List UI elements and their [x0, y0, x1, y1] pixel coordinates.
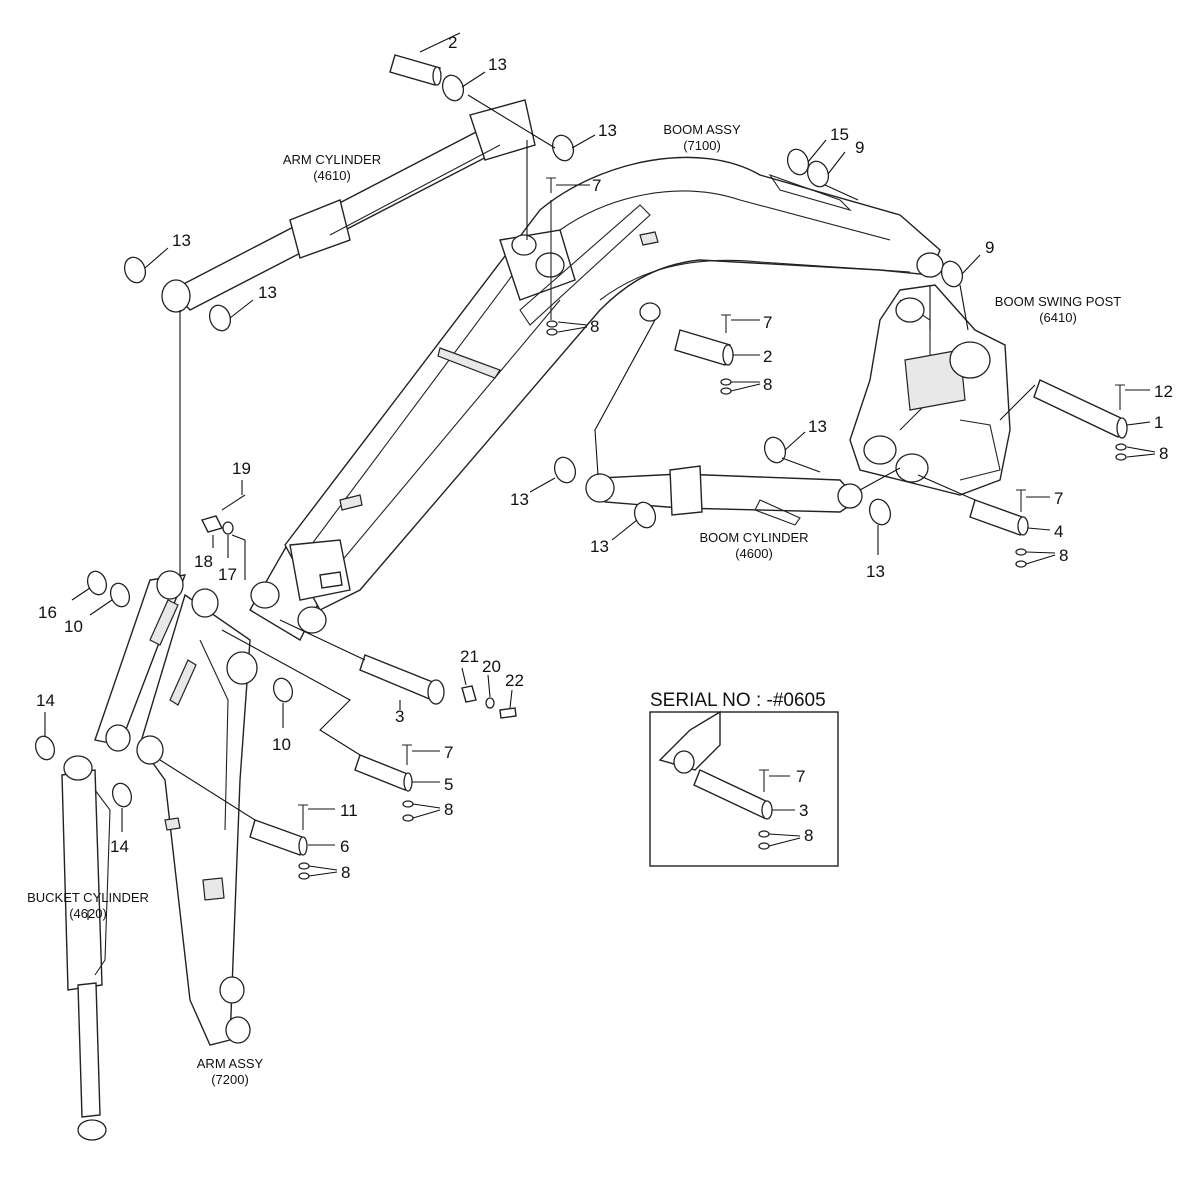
callout-8: 8	[341, 863, 350, 882]
callout-14: 14	[110, 837, 129, 856]
callout-2: 2	[448, 33, 457, 52]
callout-14: 14	[36, 691, 55, 710]
callout-7: 7	[592, 176, 601, 195]
callout-13: 13	[258, 283, 277, 302]
callout-8: 8	[1159, 444, 1168, 463]
arm-assy-code: (7200)	[211, 1072, 249, 1087]
callout-2: 2	[763, 347, 772, 366]
callout-9: 9	[855, 138, 864, 157]
assembly-labels: ARM CYLINDER (4610) BOOM ASSY (7100) BOO…	[27, 122, 1121, 1087]
serial-inset	[649, 710, 839, 867]
callout-11: 11	[340, 801, 358, 820]
callout-13: 13	[172, 231, 191, 250]
callout-7: 7	[444, 743, 453, 762]
callout-8: 8	[763, 375, 772, 394]
callout-13: 13	[590, 537, 609, 556]
callout-17: 17	[218, 565, 237, 584]
callout-13: 13	[598, 121, 617, 140]
bucket-cylinder-label: BUCKET CYLINDER	[27, 890, 149, 905]
boom-cylinder	[585, 465, 863, 526]
callout-7: 7	[796, 767, 805, 786]
arm-cylinder-label: ARM CYLINDER	[283, 152, 381, 167]
boom-swing-post-code: (6410)	[1039, 310, 1077, 325]
callout-13: 13	[510, 490, 529, 509]
bucket-cylinder-code: (4620)	[69, 906, 107, 921]
callout-13: 13	[866, 562, 885, 581]
callout-12: 12	[1154, 382, 1173, 401]
callout-3: 3	[395, 707, 404, 726]
callout-8: 8	[444, 800, 453, 819]
callout-13: 13	[808, 417, 827, 436]
arm-assembly	[94, 570, 258, 1046]
serial-number-title: SERIAL NO : -#0605	[650, 690, 826, 711]
boom-cylinder-code: (4600)	[735, 546, 773, 561]
callout-8: 8	[1059, 546, 1068, 565]
bucket-cylinder	[61, 755, 111, 1141]
boom-assembly	[249, 156, 944, 641]
callout-19: 19	[232, 459, 251, 478]
callout-13: 13	[488, 55, 507, 74]
washers	[34, 74, 964, 808]
bolts-nuts	[298, 177, 1127, 880]
callout-8: 8	[590, 317, 599, 336]
callout-21: 21	[460, 647, 479, 666]
callout-7: 7	[1054, 489, 1063, 508]
boom-swing-post-label: BOOM SWING POST	[995, 294, 1121, 309]
callout-20: 20	[482, 657, 501, 676]
leader-lines	[44, 32, 1156, 920]
callout-9: 9	[985, 238, 994, 257]
callout-6: 6	[340, 837, 349, 856]
callout-18: 18	[194, 552, 213, 571]
callout-5: 5	[444, 775, 453, 794]
callout-22: 22	[505, 671, 524, 690]
callout-3: 3	[799, 801, 808, 820]
arm-cylinder-code: (4610)	[313, 168, 351, 183]
arm-cylinder	[161, 99, 536, 313]
callout-10: 10	[272, 735, 291, 754]
boom-cylinder-label: BOOM CYLINDER	[699, 530, 808, 545]
pins	[200, 54, 1128, 856]
callout-7: 7	[763, 313, 772, 332]
arm-assy-label: ARM ASSY	[197, 1056, 264, 1071]
callout-8: 8	[804, 826, 813, 845]
callout-10: 10	[64, 617, 83, 636]
boom-assy-label: BOOM ASSY	[663, 122, 741, 137]
callout-4: 4	[1054, 522, 1063, 541]
boom-assy-code: (7100)	[683, 138, 721, 153]
callout-15: 15	[830, 125, 849, 144]
callout-1: 1	[1154, 413, 1163, 432]
boom-swing-post	[849, 284, 1011, 496]
callout-16: 16	[38, 603, 57, 622]
callout-numbers: 2 13 13 7 15 9 13 13 8 7 2 8 9 12 1 8 13…	[36, 33, 1173, 882]
